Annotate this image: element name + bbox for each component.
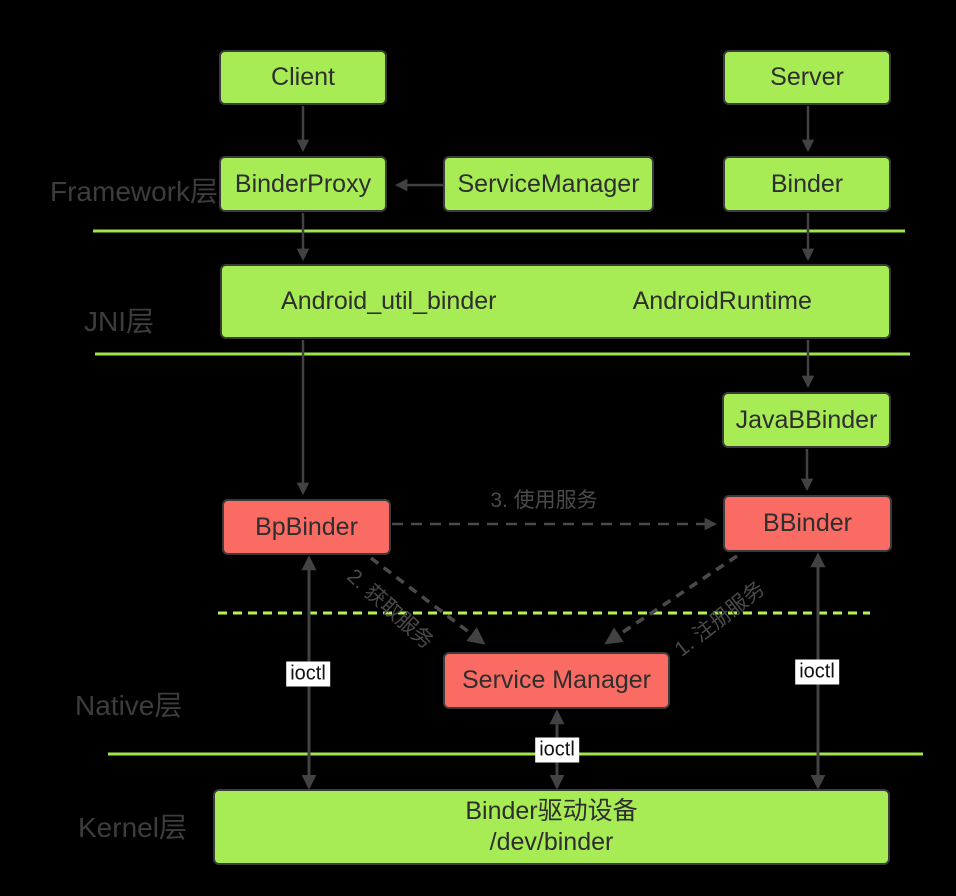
node-service-manager-native: Service Manager bbox=[443, 652, 670, 709]
edge-label-use-service: 3. 使用服务 bbox=[490, 489, 598, 512]
binder-driver-title: Binder驱动设备 bbox=[465, 796, 638, 825]
ioctl-label-right: ioctl bbox=[795, 659, 839, 685]
node-server: Server bbox=[723, 50, 891, 105]
node-service-manager-java: ServiceManager bbox=[443, 156, 654, 212]
node-android-util-binder: Android_util_binder bbox=[281, 287, 497, 315]
node-binder-driver: Binder驱动设备 /dev/binder bbox=[213, 789, 890, 865]
node-bp-binder: BpBinder bbox=[222, 499, 391, 555]
node-java-bbinder: JavaBBinder bbox=[722, 392, 891, 448]
layer-label-kernel: Kernel层 bbox=[78, 812, 187, 843]
node-bbinder: BBinder bbox=[723, 495, 892, 552]
node-android-runtime: AndroidRuntime bbox=[632, 287, 812, 315]
node-client: Client bbox=[219, 50, 387, 105]
layer-label-jni: JNI层 bbox=[84, 306, 155, 337]
arrow-register-service-bbinder-to-servicemanager bbox=[604, 554, 738, 645]
node-jni-box: Android_util_binder AndroidRuntime bbox=[220, 264, 891, 339]
node-binder: Binder bbox=[723, 156, 891, 212]
node-binder-proxy: BinderProxy bbox=[219, 156, 387, 212]
arrow-get-service-bpbinder-to-servicemanager bbox=[369, 556, 486, 645]
binder-driver-path: /dev/binder bbox=[489, 828, 614, 856]
layer-label-framework: Framework层 bbox=[50, 176, 219, 207]
ioctl-label-middle: ioctl bbox=[535, 737, 579, 763]
ioctl-label-left: ioctl bbox=[286, 661, 330, 687]
layer-label-native: Native层 bbox=[75, 690, 183, 721]
